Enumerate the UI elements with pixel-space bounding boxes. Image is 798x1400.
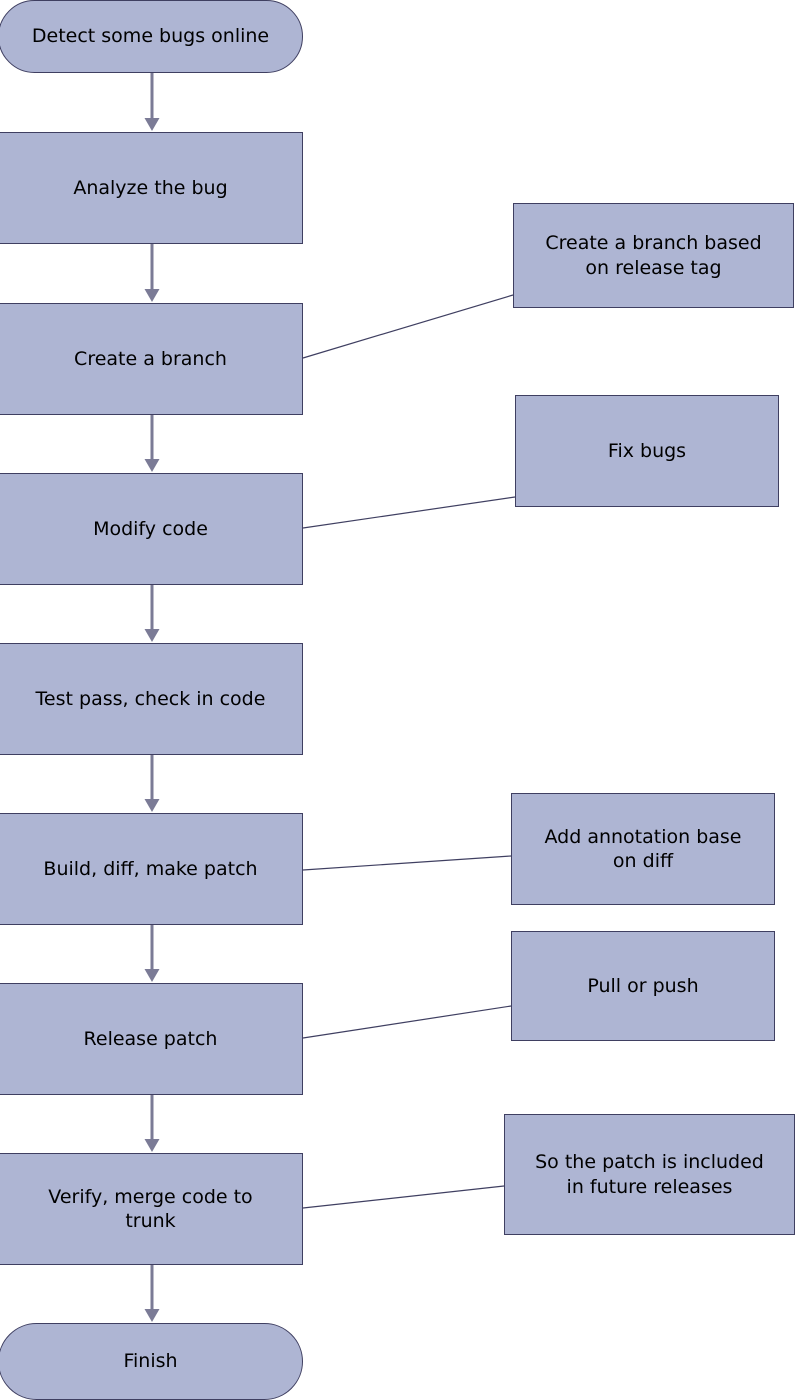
flow-node-verify[interactable]: Verify, merge code to trunk	[0, 1153, 303, 1265]
flow-node-release[interactable]: Release patch	[0, 983, 303, 1095]
arrow-head	[144, 629, 160, 642]
flow-node-label: Fix bugs	[607, 439, 687, 462]
flow-node-label: So the patch is included in future relea…	[535, 1151, 764, 1198]
flow-arrow	[144, 1265, 160, 1322]
annotation-connector	[302, 496, 516, 529]
flow-arrow	[144, 415, 160, 472]
flow-node-label: Add annotation base on diff	[544, 825, 742, 872]
arrow-head	[144, 118, 160, 131]
flow-node-test[interactable]: Test pass, check in code	[0, 643, 303, 755]
annotation-connector	[302, 855, 512, 871]
flow-node-label: Verify, merge code to trunk	[48, 1185, 253, 1232]
flow-node-detect[interactable]: Detect some bugs online	[0, 0, 303, 73]
flow-node-label: Create a branch	[74, 347, 227, 370]
flow-arrow	[144, 244, 160, 302]
flow-node-branch[interactable]: Create a branch	[0, 303, 303, 415]
arrow-head	[144, 1309, 160, 1322]
arrow-head	[144, 289, 160, 302]
flow-node-label: Analyze the bug	[73, 176, 228, 199]
flow-node-note-fix[interactable]: Fix bugs	[515, 395, 779, 507]
annotation-connector	[302, 1185, 505, 1209]
annotation-connector	[302, 294, 514, 359]
flow-node-label: Build, diff, make patch	[43, 857, 258, 880]
flow-arrow	[144, 585, 160, 642]
flow-node-finish[interactable]: Finish	[0, 1323, 303, 1400]
flow-node-modify[interactable]: Modify code	[0, 473, 303, 585]
flow-node-label: Modify code	[93, 517, 208, 540]
flow-arrow	[144, 73, 160, 131]
flow-node-label: Create a branch based on release tag	[545, 232, 762, 279]
flow-node-build[interactable]: Build, diff, make patch	[0, 813, 303, 925]
flow-node-note-annotation[interactable]: Add annotation base on diff	[511, 793, 775, 905]
arrow-head	[144, 459, 160, 472]
arrow-head	[144, 799, 160, 812]
flow-node-note-branch[interactable]: Create a branch based on release tag	[513, 203, 794, 308]
arrow-head	[144, 1139, 160, 1152]
flow-node-label: Finish	[123, 1350, 178, 1373]
flow-arrow	[144, 755, 160, 812]
flow-node-note-future[interactable]: So the patch is included in future relea…	[504, 1114, 795, 1235]
flow-node-note-pull[interactable]: Pull or push	[511, 931, 775, 1041]
annotation-connector	[302, 1005, 512, 1039]
flow-node-label: Pull or push	[587, 974, 699, 997]
flow-arrow	[144, 925, 160, 982]
arrow-head	[144, 969, 160, 982]
flow-node-analyze[interactable]: Analyze the bug	[0, 132, 303, 244]
flow-node-label: Release patch	[83, 1027, 218, 1050]
flow-node-label: Test pass, check in code	[35, 687, 266, 710]
flow-node-label: Detect some bugs online	[31, 25, 270, 48]
flow-arrow	[144, 1095, 160, 1152]
